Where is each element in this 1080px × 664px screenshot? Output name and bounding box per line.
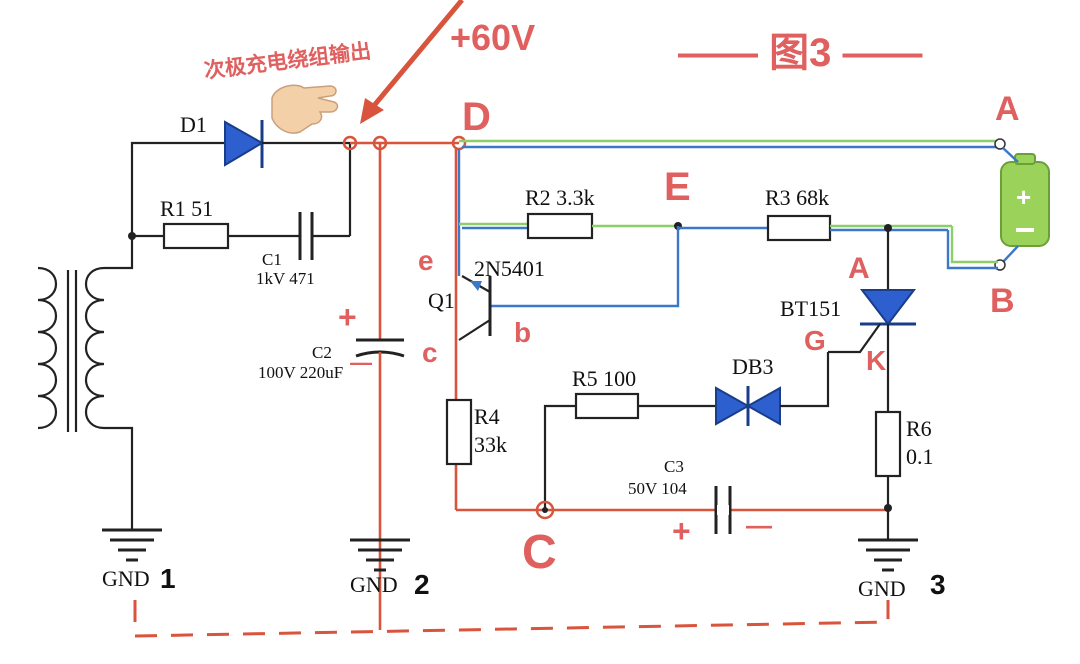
gnd1-text: GND (102, 566, 150, 591)
q1-base-label: b (514, 317, 531, 348)
voltage-label: +60V (450, 17, 535, 58)
arrow-icon (360, 0, 464, 124)
d1-diode (224, 120, 350, 168)
battery-icon: + (1000, 153, 1050, 247)
db3-label: DB3 (732, 354, 774, 379)
common-ground-link (133, 600, 890, 638)
r4-name: R4 (474, 404, 500, 429)
c3-minus: — (746, 510, 772, 540)
r5-resistor (574, 392, 640, 420)
scr-gate-label: G (804, 325, 826, 356)
ground1-symbol (102, 528, 162, 562)
c1-value: 1kV 471 (256, 269, 315, 288)
gnd3-num: 3 (930, 569, 946, 600)
r6-resistor (874, 410, 902, 478)
scr-thyristor (828, 289, 917, 354)
d1-label: D1 (180, 112, 207, 137)
node-d-label: D (462, 95, 491, 139)
node-c-label: C (522, 526, 557, 579)
svg-text:+: + (1016, 182, 1031, 212)
ground3-symbol (858, 538, 918, 572)
c1-name: C1 (262, 250, 282, 269)
q1-name: Q1 (428, 288, 455, 313)
c3-plus: + (672, 513, 691, 549)
r6-name: R6 (906, 416, 932, 441)
r6-value: 0.1 (906, 444, 934, 469)
gnd1-num: 1 (160, 563, 176, 594)
terminal-b-label: B (990, 282, 1015, 320)
transformer-icon (37, 141, 225, 530)
scr-anode-label: A (848, 252, 870, 285)
ground2-symbol (350, 538, 410, 572)
gnd2-text: GND (350, 572, 398, 597)
c3-name: C3 (664, 457, 684, 476)
terminal-a-label: A (995, 90, 1020, 128)
gnd3-text: GND (858, 576, 906, 601)
q1-transistor (458, 275, 492, 341)
gnd2-num: 2 (414, 569, 430, 600)
q1-type: 2N5401 (474, 256, 545, 281)
r3-label: R3 68k (765, 185, 829, 210)
r4-resistor (445, 398, 473, 466)
r2-label: R2 3.3k (525, 185, 595, 210)
c2-plus: + (338, 299, 357, 335)
secondary-winding-label: 次极充电绕组输出 (203, 39, 373, 83)
c2-name: C2 (312, 343, 332, 362)
c3-value: 50V 104 (628, 479, 687, 498)
r4-value: 33k (474, 432, 507, 457)
figure-title: —— 图3 —— (678, 31, 922, 75)
db3-diac (715, 386, 781, 426)
c2-value: 100V 220uF (258, 363, 343, 382)
scr-cathode-label: K (866, 345, 886, 376)
r5-label: R5 100 (572, 366, 636, 391)
scr-label: BT151 (780, 296, 841, 321)
q1-collector-label: c (422, 337, 438, 368)
r3-resistor (766, 214, 832, 242)
pointing-hand-icon (271, 84, 339, 134)
node-e-label: E (664, 165, 691, 209)
q1-emitter-label: e (418, 245, 434, 276)
r1-resistor (162, 222, 230, 250)
r1-label: R1 51 (160, 196, 213, 221)
r2-resistor (526, 212, 594, 240)
c2-minus: — (350, 350, 372, 375)
